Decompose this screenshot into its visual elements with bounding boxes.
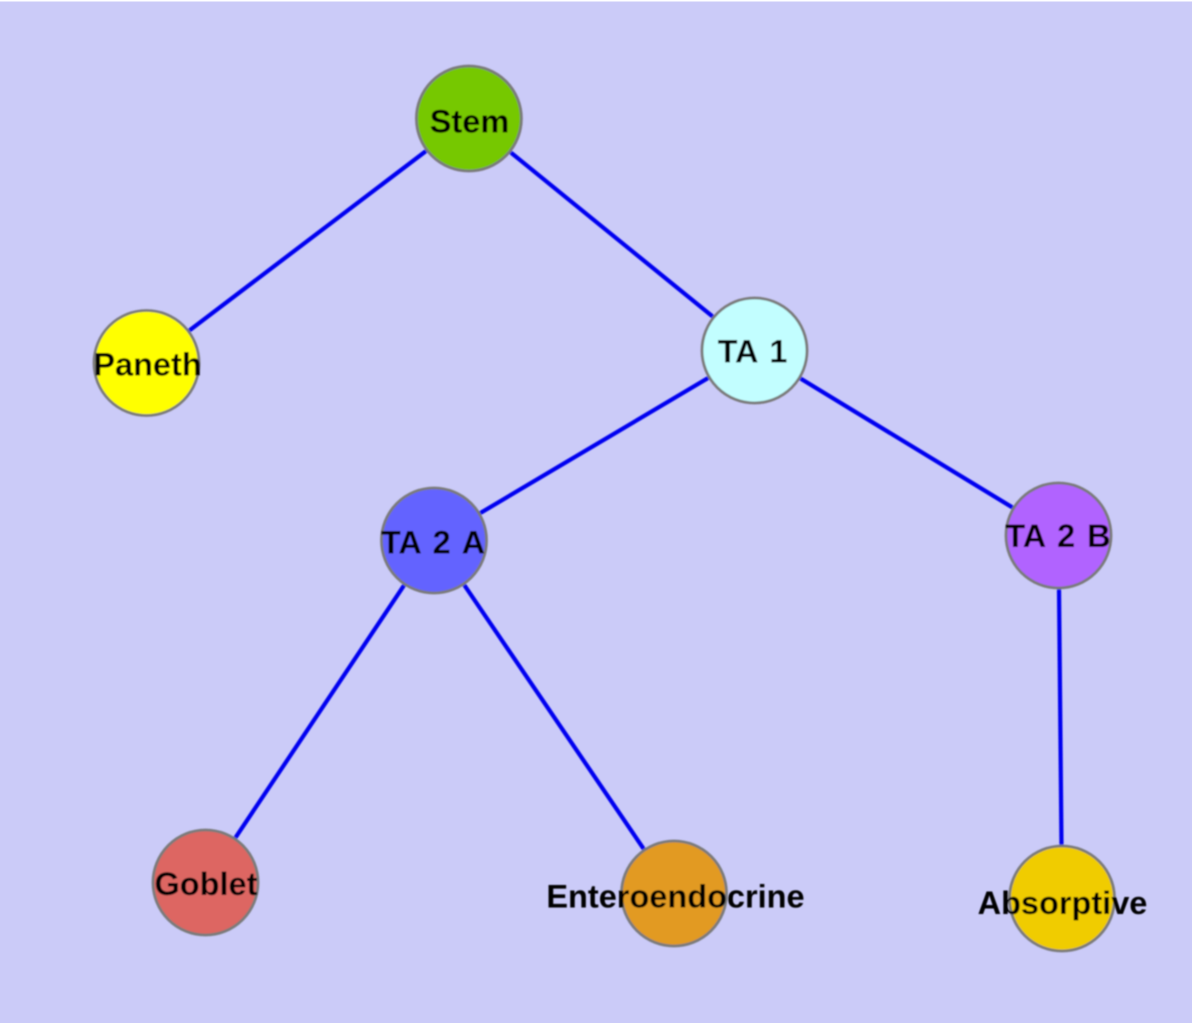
svg-text:TA 2 B: TA 2 B: [1005, 518, 1110, 554]
svg-text:Goblet: Goblet: [155, 866, 258, 902]
svg-text:Paneth: Paneth: [93, 347, 201, 383]
svg-text:TA 1: TA 1: [718, 334, 788, 370]
svg-text:Stem: Stem: [430, 104, 509, 140]
svg-text:Enteroendocrine: Enteroendocrine: [546, 879, 804, 915]
svg-text:TA 2 A: TA 2 A: [381, 525, 485, 561]
svg-text:Absorptive: Absorptive: [978, 885, 1148, 921]
